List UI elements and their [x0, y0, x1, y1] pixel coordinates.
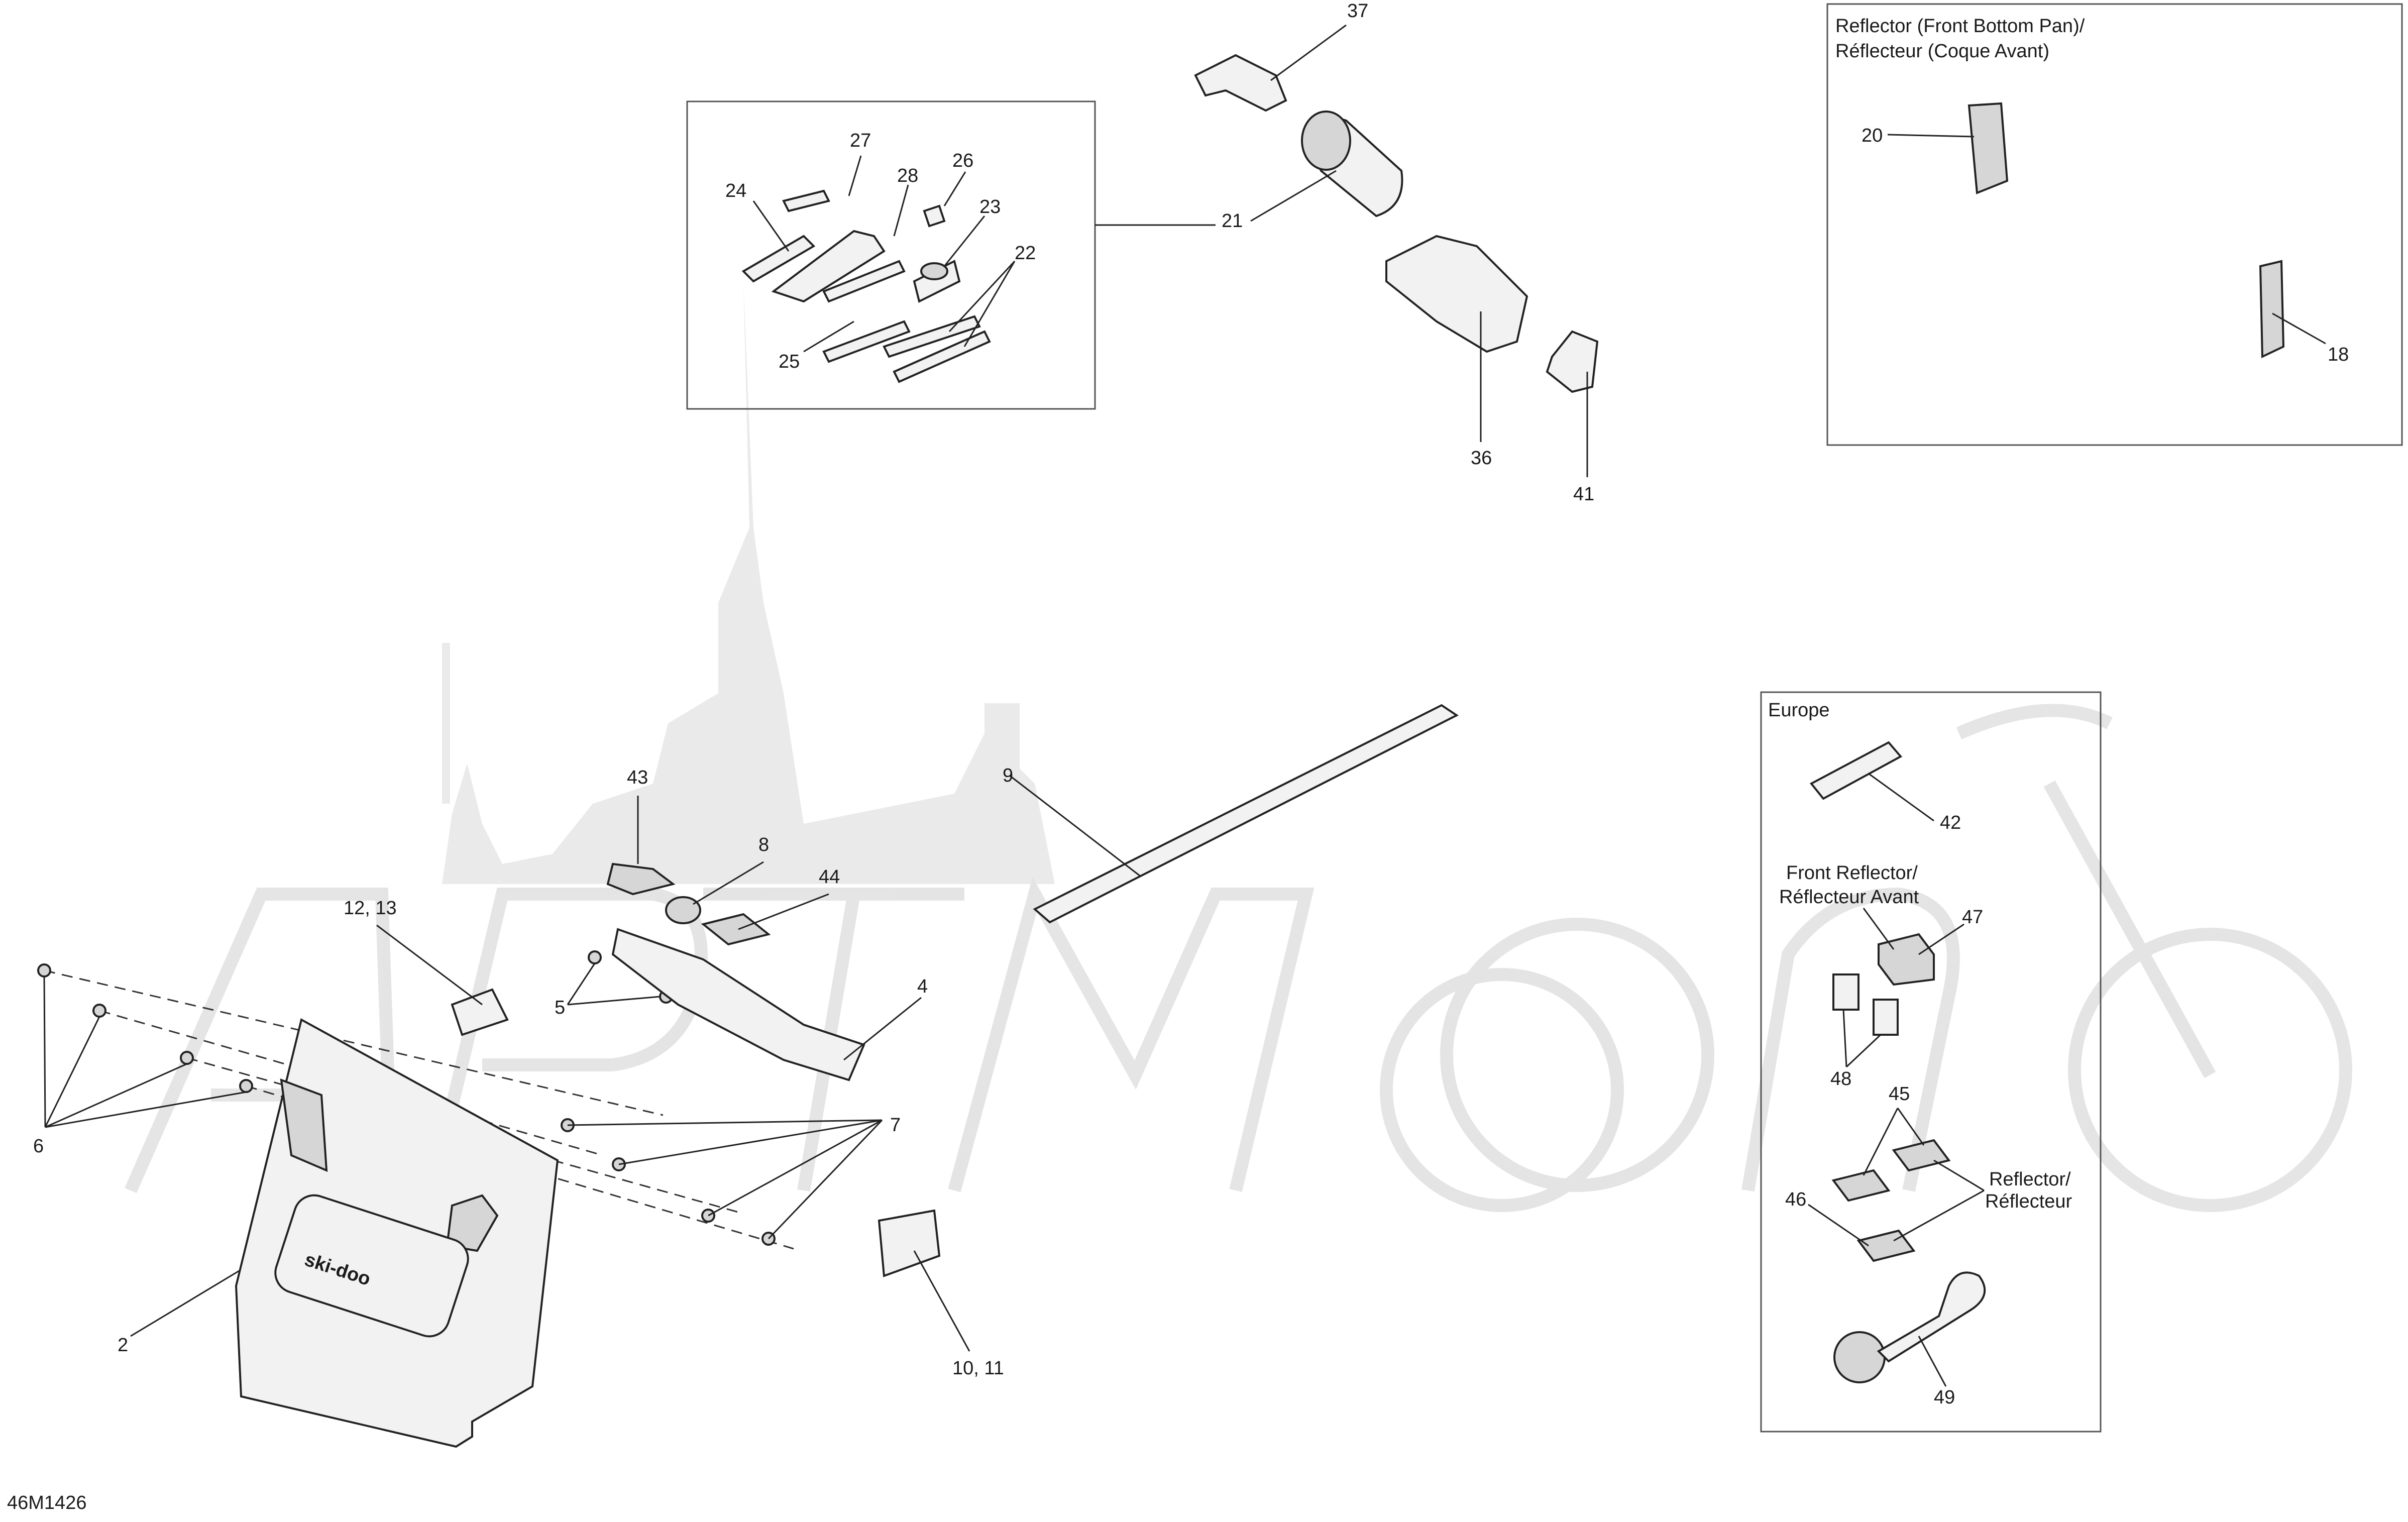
europe-box — [1760, 691, 2102, 1433]
reflector-box-title-1: Reflector (Front Bottom Pan)/ — [1835, 16, 2085, 37]
front-reflector-label-1: Front Reflector/ — [1786, 862, 1918, 884]
reflector-box-frame — [1826, 3, 2403, 446]
callout-48: 48 — [1830, 1068, 1851, 1090]
callout-8: 8 — [758, 834, 769, 855]
callout-9: 9 — [1003, 765, 1013, 786]
europe-box-frame — [1760, 691, 2102, 1433]
callout-6: 6 — [33, 1136, 44, 1157]
tool-pouch-parts — [1194, 24, 1599, 477]
front-reflector-label-2: Réflecteur Avant — [1779, 887, 1919, 908]
callout-20: 20 — [1862, 125, 1883, 146]
callout-2: 2 — [118, 1335, 128, 1356]
callout-25: 25 — [779, 351, 800, 372]
callout-42: 42 — [1940, 812, 1961, 833]
callout-45: 45 — [1889, 1083, 1910, 1105]
callout-labels: 37 21 36 41 27 28 26 24 23 22 25 Reflect… — [7, 1, 2349, 1513]
callout-12-13: 12, 13 — [344, 898, 397, 919]
tool-kit — [741, 189, 991, 383]
watermark-logo — [125, 281, 2352, 1212]
callout-41: 41 — [1573, 484, 1594, 505]
callout-36: 36 — [1471, 448, 1492, 469]
callout-27: 27 — [850, 130, 871, 151]
callout-28: 28 — [897, 165, 918, 186]
callout-26: 26 — [952, 150, 973, 171]
callout-22: 22 — [1015, 243, 1036, 264]
bracket — [611, 928, 865, 1081]
callout-7: 7 — [890, 1115, 901, 1136]
reflector-box-title-2: Réflecteur (Coque Avant) — [1835, 41, 2049, 62]
reflector-label-1: Reflector/ — [1989, 1169, 2071, 1190]
tool-kit-frame — [686, 100, 1096, 410]
callout-5: 5 — [555, 997, 565, 1018]
trim-strip — [1033, 704, 1459, 924]
reflector-label-2: Réflecteur — [1985, 1191, 2072, 1212]
callout-10-11: 10, 11 — [952, 1358, 1004, 1379]
callout-43: 43 — [627, 767, 648, 788]
callout-18: 18 — [2328, 344, 2349, 365]
tool-kit-box — [686, 100, 1216, 410]
callout-24: 24 — [725, 180, 746, 201]
callout-46: 46 — [1785, 1189, 1806, 1210]
callout-37: 37 — [1347, 1, 1368, 22]
reflector — [1967, 102, 2009, 194]
reflector-front-bottom-pan-box — [1826, 3, 2403, 446]
callout-23: 23 — [979, 196, 1001, 218]
callout-21: 21 — [1222, 210, 1243, 232]
callout-49: 49 — [1934, 1387, 1955, 1408]
mud-flap-assembly: ski-doo — [37, 704, 1459, 1448]
callout-44: 44 — [819, 866, 840, 888]
reflector — [2259, 260, 2285, 359]
callout-47: 47 — [1962, 907, 1983, 928]
diagram-code: 46M1426 — [7, 1492, 86, 1513]
europe-box-title: Europe — [1768, 700, 1830, 721]
callout-4: 4 — [917, 976, 928, 997]
